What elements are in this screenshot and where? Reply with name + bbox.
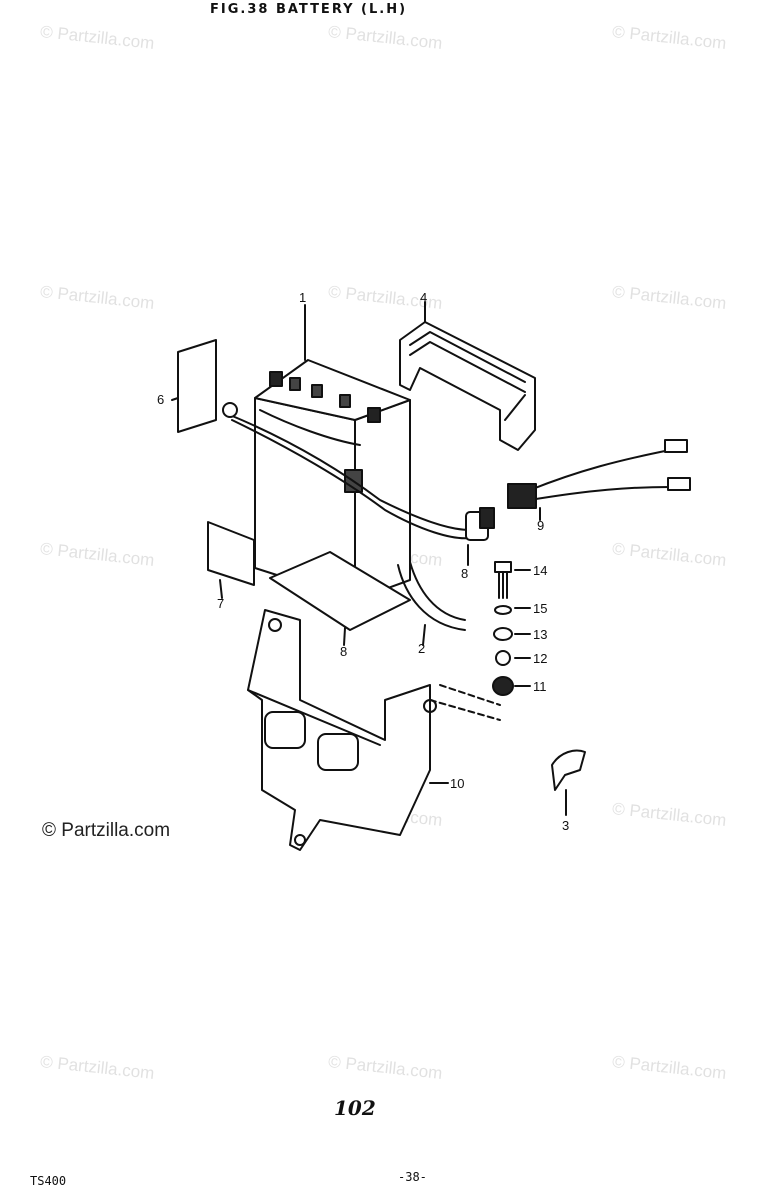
callout-2: 2: [418, 641, 426, 656]
callout-15: 15: [533, 601, 548, 616]
callout-7: 7: [217, 596, 225, 611]
page-marker: -38-: [398, 1170, 427, 1184]
callout-6: 6: [157, 392, 165, 407]
battery-case: [247, 609, 501, 851]
callout-13: 13: [533, 627, 548, 642]
cushion-sheet: [269, 551, 411, 646]
callout-10: 10: [450, 776, 465, 791]
callout-3: 3: [562, 818, 570, 833]
holder-band: [399, 301, 536, 451]
callout-8-cushion: 8: [340, 644, 348, 659]
model-code: TS400: [30, 1174, 67, 1188]
page-number-italic: 102: [334, 1096, 376, 1120]
lead-wire-8: [222, 402, 495, 566]
callout-9: 9: [537, 518, 545, 533]
callout-11: 11: [533, 679, 547, 694]
callout-14: 14: [533, 563, 548, 578]
callout-8-lead: 8: [461, 566, 469, 581]
callout-12: 12: [533, 651, 548, 666]
callout-4: 4: [420, 290, 428, 305]
figure-title: FIG.38 BATTERY (L.H): [210, 2, 408, 17]
lead-wire-9: [507, 439, 691, 521]
clamp: [551, 749, 586, 816]
callout-1: 1: [299, 290, 307, 305]
watermark-primary: © Partzilla.com: [42, 820, 171, 841]
battery: [254, 304, 411, 601]
label-sticker-7: [207, 521, 255, 599]
breather-hose: [397, 561, 466, 646]
label-sticker-6: [171, 339, 217, 433]
hardware-stack: [492, 561, 531, 696]
